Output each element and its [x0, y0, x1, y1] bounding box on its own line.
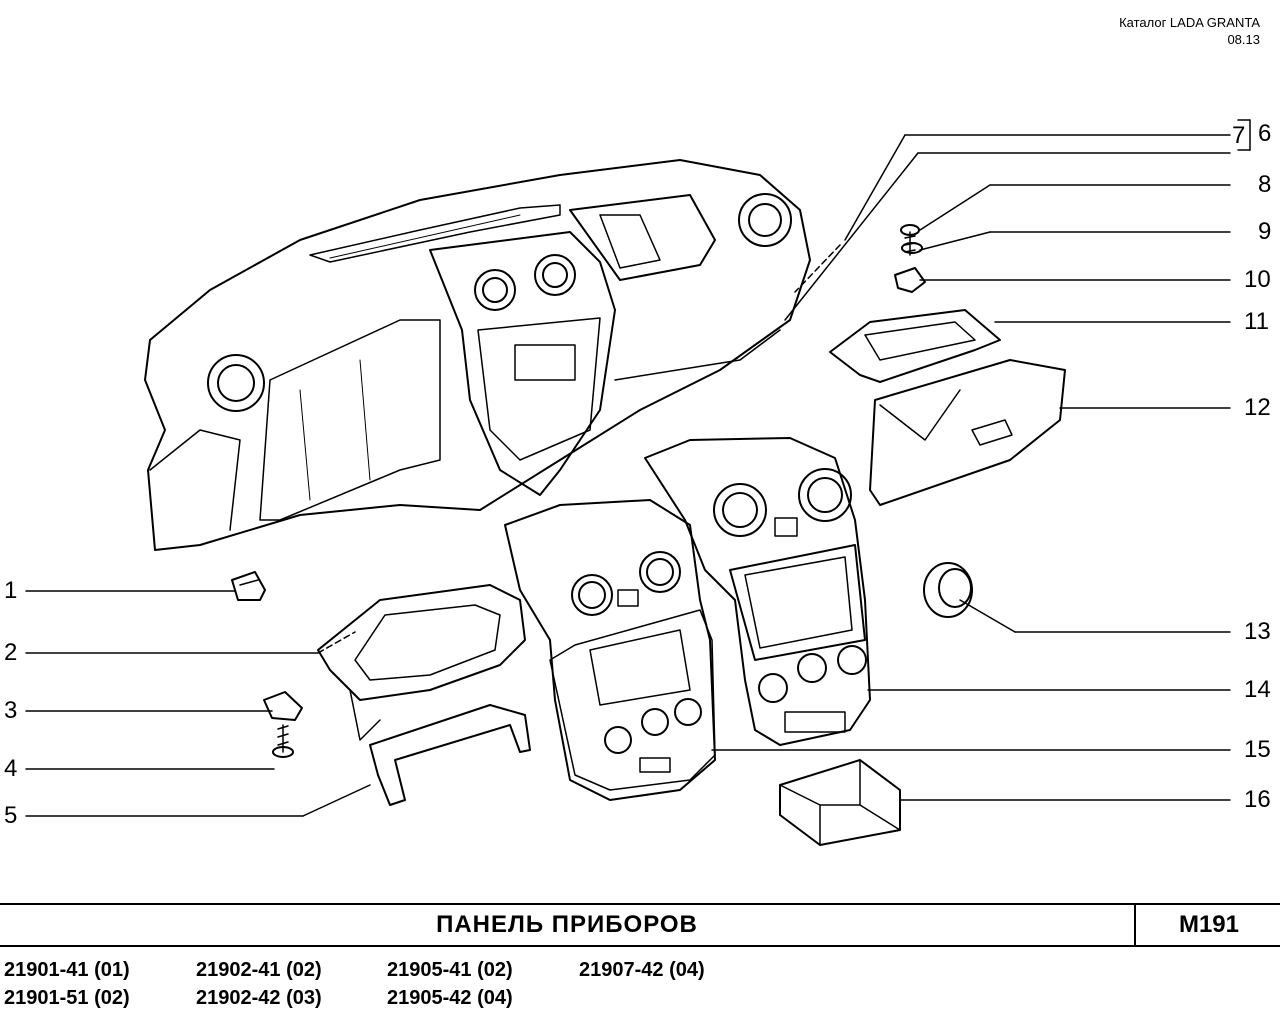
part-2-cluster-hood — [317, 584, 526, 741]
catalog-header: Каталог LADA GRANTA 08.13 — [1119, 14, 1260, 48]
callout-13: 13 — [1244, 618, 1271, 645]
part-13-knob — [923, 562, 973, 618]
callout-5: 5 — [4, 802, 18, 829]
callout-16: 16 — [1244, 786, 1271, 813]
callout-4: 4 — [4, 755, 18, 782]
part-11-glovebox-frame — [829, 309, 1001, 383]
part-1-clip — [231, 571, 266, 601]
model-code: 21901-51 (02) — [4, 987, 130, 1009]
dashboard-panel-drawing — [144, 159, 811, 551]
callout-1: 1 — [4, 577, 18, 604]
callout-14: 14 — [1244, 676, 1271, 703]
callout-6: 6 — [1258, 120, 1272, 147]
part-4-screw — [272, 724, 294, 758]
catalog-name: Каталог LADA GRANTA — [1119, 15, 1260, 30]
page-code-box: М191 — [1134, 905, 1280, 945]
dashboard-exploded-diagram — [25, 119, 1251, 846]
callout-11: 11 — [1244, 308, 1269, 335]
title-block: ПАНЕЛЬ ПРИБОРОВ М191 21901-41 (01) 21901… — [0, 903, 1280, 1021]
callout-2: 2 — [4, 639, 18, 666]
part-14-center-console — [644, 437, 871, 746]
part-15-center-trim — [504, 499, 716, 801]
part-9-washer — [901, 242, 923, 254]
page-code: М191 — [1178, 911, 1240, 938]
leader-lines — [25, 119, 1251, 817]
callout-3: 3 — [4, 697, 18, 724]
model-code: 21901-41 (01) — [4, 959, 130, 981]
model-code: 21905-42 (04) — [387, 987, 513, 1009]
callout-12: 12 — [1244, 394, 1271, 421]
title-row: ПАНЕЛЬ ПРИБОРОВ М191 — [0, 903, 1280, 947]
callout-15: 15 — [1244, 736, 1271, 763]
callout-9: 9 — [1258, 218, 1272, 245]
model-code: 21905-41 (02) — [387, 959, 513, 981]
model-code: 21907-42 (04) — [579, 959, 705, 981]
part-10-nut — [894, 267, 926, 293]
part-12-glovebox — [869, 359, 1066, 506]
model-code: 21902-42 (03) — [196, 987, 322, 1009]
part-16-storage-pocket — [779, 759, 901, 846]
part-5-lower-cover — [369, 704, 531, 806]
part-3-clip — [263, 691, 303, 721]
catalog-date: 08.13 — [1227, 32, 1260, 47]
callout-8: 8 — [1258, 171, 1272, 198]
callout-7: 7 — [1232, 122, 1246, 149]
model-code: 21902-41 (02) — [196, 959, 322, 981]
diagram-title: ПАНЕЛЬ ПРИБОРОВ — [436, 911, 698, 938]
callout-10: 10 — [1244, 266, 1271, 293]
